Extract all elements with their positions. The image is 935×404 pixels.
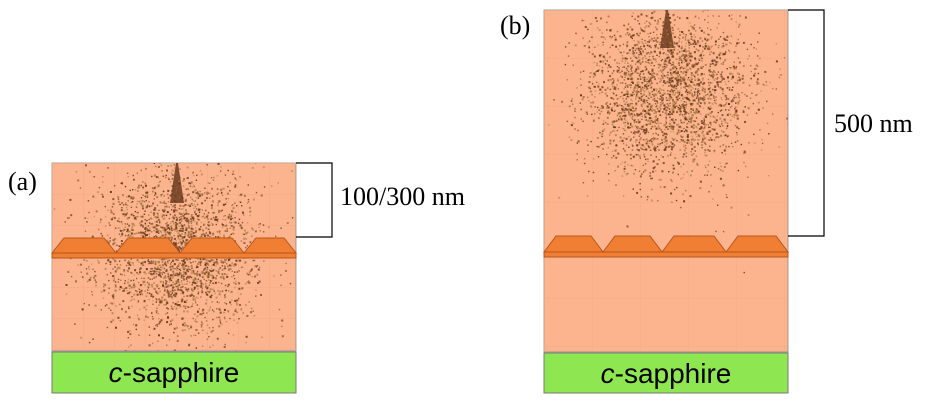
panel-a-thickness-bracket: [296, 163, 332, 237]
panel-b-thickness-bracket: [788, 10, 824, 236]
panel-a-thickness-label: 100/300 nm: [340, 182, 465, 211]
panel-a-substrate-label: c-sapphire: [109, 357, 240, 388]
panel-b-substrate-label: c-sapphire: [601, 358, 732, 389]
panel-b: (b) c-sapphire 500 nm: [500, 0, 913, 393]
panel-a-label: (a): [8, 167, 37, 196]
panel-a: (a) c-sapphire 100/300 nm: [8, 121, 465, 393]
panel-b-label: (b): [500, 11, 530, 40]
panel-b-thickness-label: 500 nm: [834, 109, 913, 138]
